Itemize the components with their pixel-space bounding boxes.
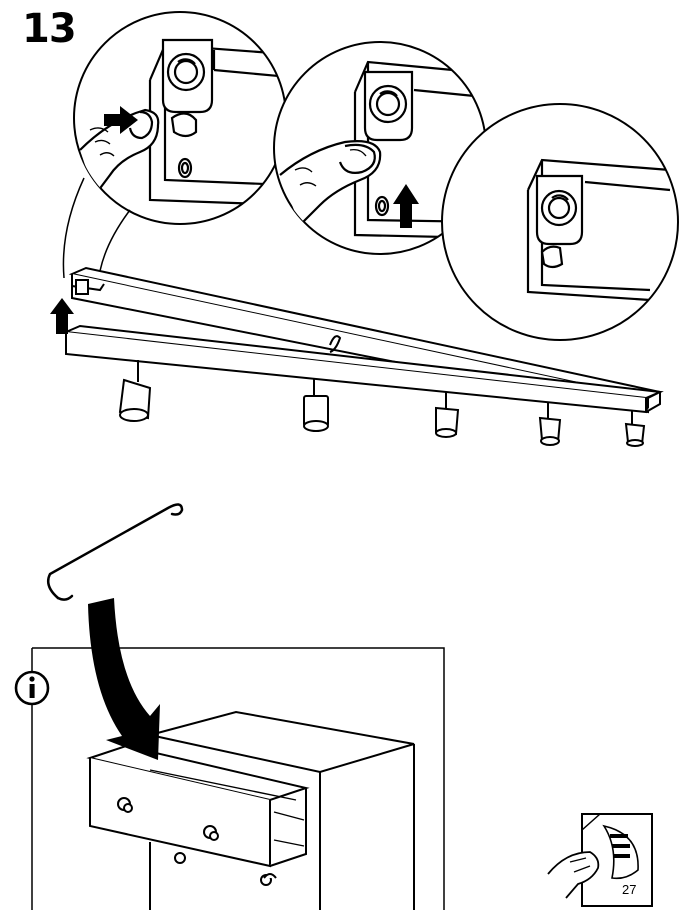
arrow-up-icon [50,298,74,334]
spotlight-2 [303,378,329,432]
spotlights [118,360,646,447]
info-icon [14,670,50,706]
spotlight-5 [624,410,646,447]
turn-page-icon [547,813,653,907]
step-number: 13 [22,6,77,52]
track-bar [62,266,664,414]
arrow-up-icon [393,184,419,228]
hook-tool [47,503,184,600]
detail-circle-released [441,103,679,341]
detail-circle-press [73,11,287,225]
spotlight-3 [435,392,460,438]
spotlight-1 [118,360,152,422]
drawer-chest [86,710,415,910]
curved-arrow-down-icon [88,598,160,760]
arrow-right-icon [104,106,138,134]
spotlight-4 [538,402,562,446]
page-number: 27 [622,882,637,897]
